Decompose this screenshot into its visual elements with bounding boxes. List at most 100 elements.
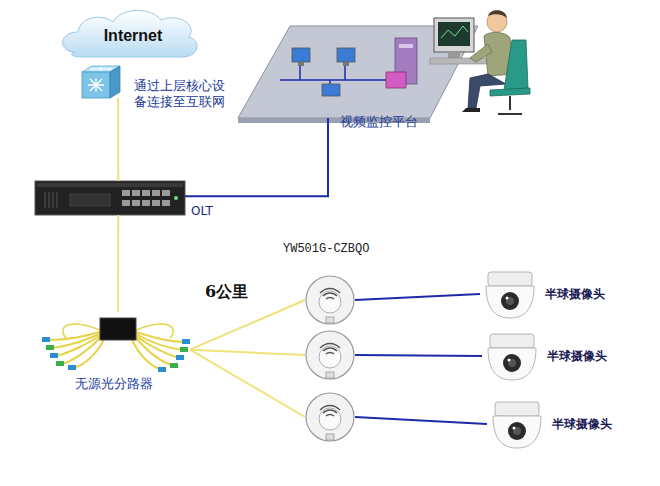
olt-device xyxy=(35,181,185,215)
onu-device xyxy=(319,291,341,313)
olt-device xyxy=(152,200,160,206)
dome-camera xyxy=(486,286,534,318)
splitter-connectors xyxy=(42,337,50,342)
core-uplink xyxy=(118,98,119,181)
core-switch-icon xyxy=(88,78,104,92)
olt-device xyxy=(142,200,150,206)
core-switch-icon xyxy=(110,66,120,98)
optical-splitter xyxy=(132,340,162,370)
splitter-connectors xyxy=(158,367,166,372)
core-uplink xyxy=(117,98,119,181)
onu-device xyxy=(320,344,340,355)
monitoring-platform xyxy=(238,10,530,123)
trunk-fiber xyxy=(117,215,119,312)
olt-device xyxy=(35,181,185,215)
monitoring-platform xyxy=(488,10,507,18)
splitter-label: 无源光分路器 xyxy=(75,376,153,392)
onu-device xyxy=(306,393,354,441)
trunk-fiber xyxy=(118,215,119,312)
onu-device xyxy=(306,276,354,324)
camera-node: 半球摄像头 xyxy=(480,268,540,320)
onu-device xyxy=(306,276,354,324)
onu-device xyxy=(326,372,334,378)
dome-camera xyxy=(508,359,511,362)
olt-device xyxy=(122,190,130,196)
camera-cable xyxy=(355,294,480,300)
camera-node: 半球摄像头 xyxy=(487,398,547,450)
dome-camera xyxy=(490,334,534,348)
optical-splitter xyxy=(74,340,104,368)
cloud-node: Internet xyxy=(62,12,198,60)
olt-node: OLT xyxy=(35,181,185,215)
olt-device xyxy=(70,194,110,206)
drop-fiber xyxy=(190,350,305,417)
dome-camera xyxy=(503,354,521,372)
olt-device xyxy=(162,200,170,206)
onu-device xyxy=(319,408,341,430)
splitter-connectors xyxy=(68,365,76,370)
dome-camera xyxy=(506,297,514,305)
splitter-connectors xyxy=(46,345,54,350)
camera-cable xyxy=(355,294,480,300)
camera-cable xyxy=(355,417,487,424)
camera-label: 半球摄像头 xyxy=(545,286,605,303)
drop-fiber xyxy=(190,350,305,355)
cloud-label: Internet xyxy=(62,12,198,60)
olt-device xyxy=(174,196,178,200)
olt-device xyxy=(45,192,57,208)
splitter-node: 无源光分路器 xyxy=(40,312,190,370)
drop-fiber xyxy=(190,300,305,350)
monitoring-platform xyxy=(386,72,406,88)
switch-note: 通过上层核心设备连接至互联网 xyxy=(134,78,230,110)
splitter-connectors xyxy=(180,347,188,352)
onu-device xyxy=(326,434,334,440)
switch-node: 通过上层核心设备连接至互联网 xyxy=(82,66,120,98)
olt-label: OLT xyxy=(191,204,213,218)
onu-device xyxy=(320,406,340,417)
core-switch-icon xyxy=(82,72,110,98)
model-label: YW501G-CZBQO xyxy=(283,242,369,256)
onu-node xyxy=(305,392,355,442)
dome-camera xyxy=(488,348,536,380)
onu-node xyxy=(305,330,355,380)
monitoring-platform xyxy=(343,62,349,66)
olt-device xyxy=(132,200,140,206)
optical-splitter xyxy=(136,336,180,358)
platform-label: 视频监控平台 xyxy=(340,114,418,130)
olt-device xyxy=(152,190,160,196)
core-switch-icon xyxy=(82,66,120,98)
dome-camera xyxy=(488,334,536,380)
onu-device xyxy=(306,331,354,379)
splitter-connectors xyxy=(56,361,64,366)
monitoring-platform xyxy=(337,48,355,62)
monitoring-platform xyxy=(298,62,304,66)
olt-device xyxy=(122,200,130,206)
onu-device xyxy=(326,317,334,323)
monitoring-platform xyxy=(490,88,530,96)
platform-link xyxy=(185,118,328,196)
camera-label: 半球摄像头 xyxy=(547,348,607,365)
distance-label: 6公里 xyxy=(205,282,248,303)
dome-camera xyxy=(495,402,539,416)
monitoring-platform xyxy=(399,44,413,48)
onu-device xyxy=(320,289,340,300)
dome-camera xyxy=(506,297,509,300)
monitoring-platform xyxy=(462,108,480,112)
monitoring-platform xyxy=(470,44,492,62)
monitoring-platform xyxy=(498,96,522,114)
splitter-connectors xyxy=(176,355,184,360)
monitoring-platform xyxy=(322,84,340,96)
optical-splitter xyxy=(63,324,100,338)
monitoring-platform xyxy=(292,48,310,62)
drop-fiber xyxy=(190,350,305,355)
dome-camera xyxy=(513,427,521,435)
onu-node: YW501G-CZBQO xyxy=(305,275,355,325)
optical-splitter xyxy=(62,338,100,364)
optical-splitter xyxy=(56,336,100,356)
olt-device xyxy=(37,183,183,187)
dome-camera xyxy=(493,402,541,448)
platform-node: 视频监控平台 xyxy=(235,18,535,118)
splitter-connectors xyxy=(170,363,178,368)
core-switch-icon xyxy=(90,67,112,71)
